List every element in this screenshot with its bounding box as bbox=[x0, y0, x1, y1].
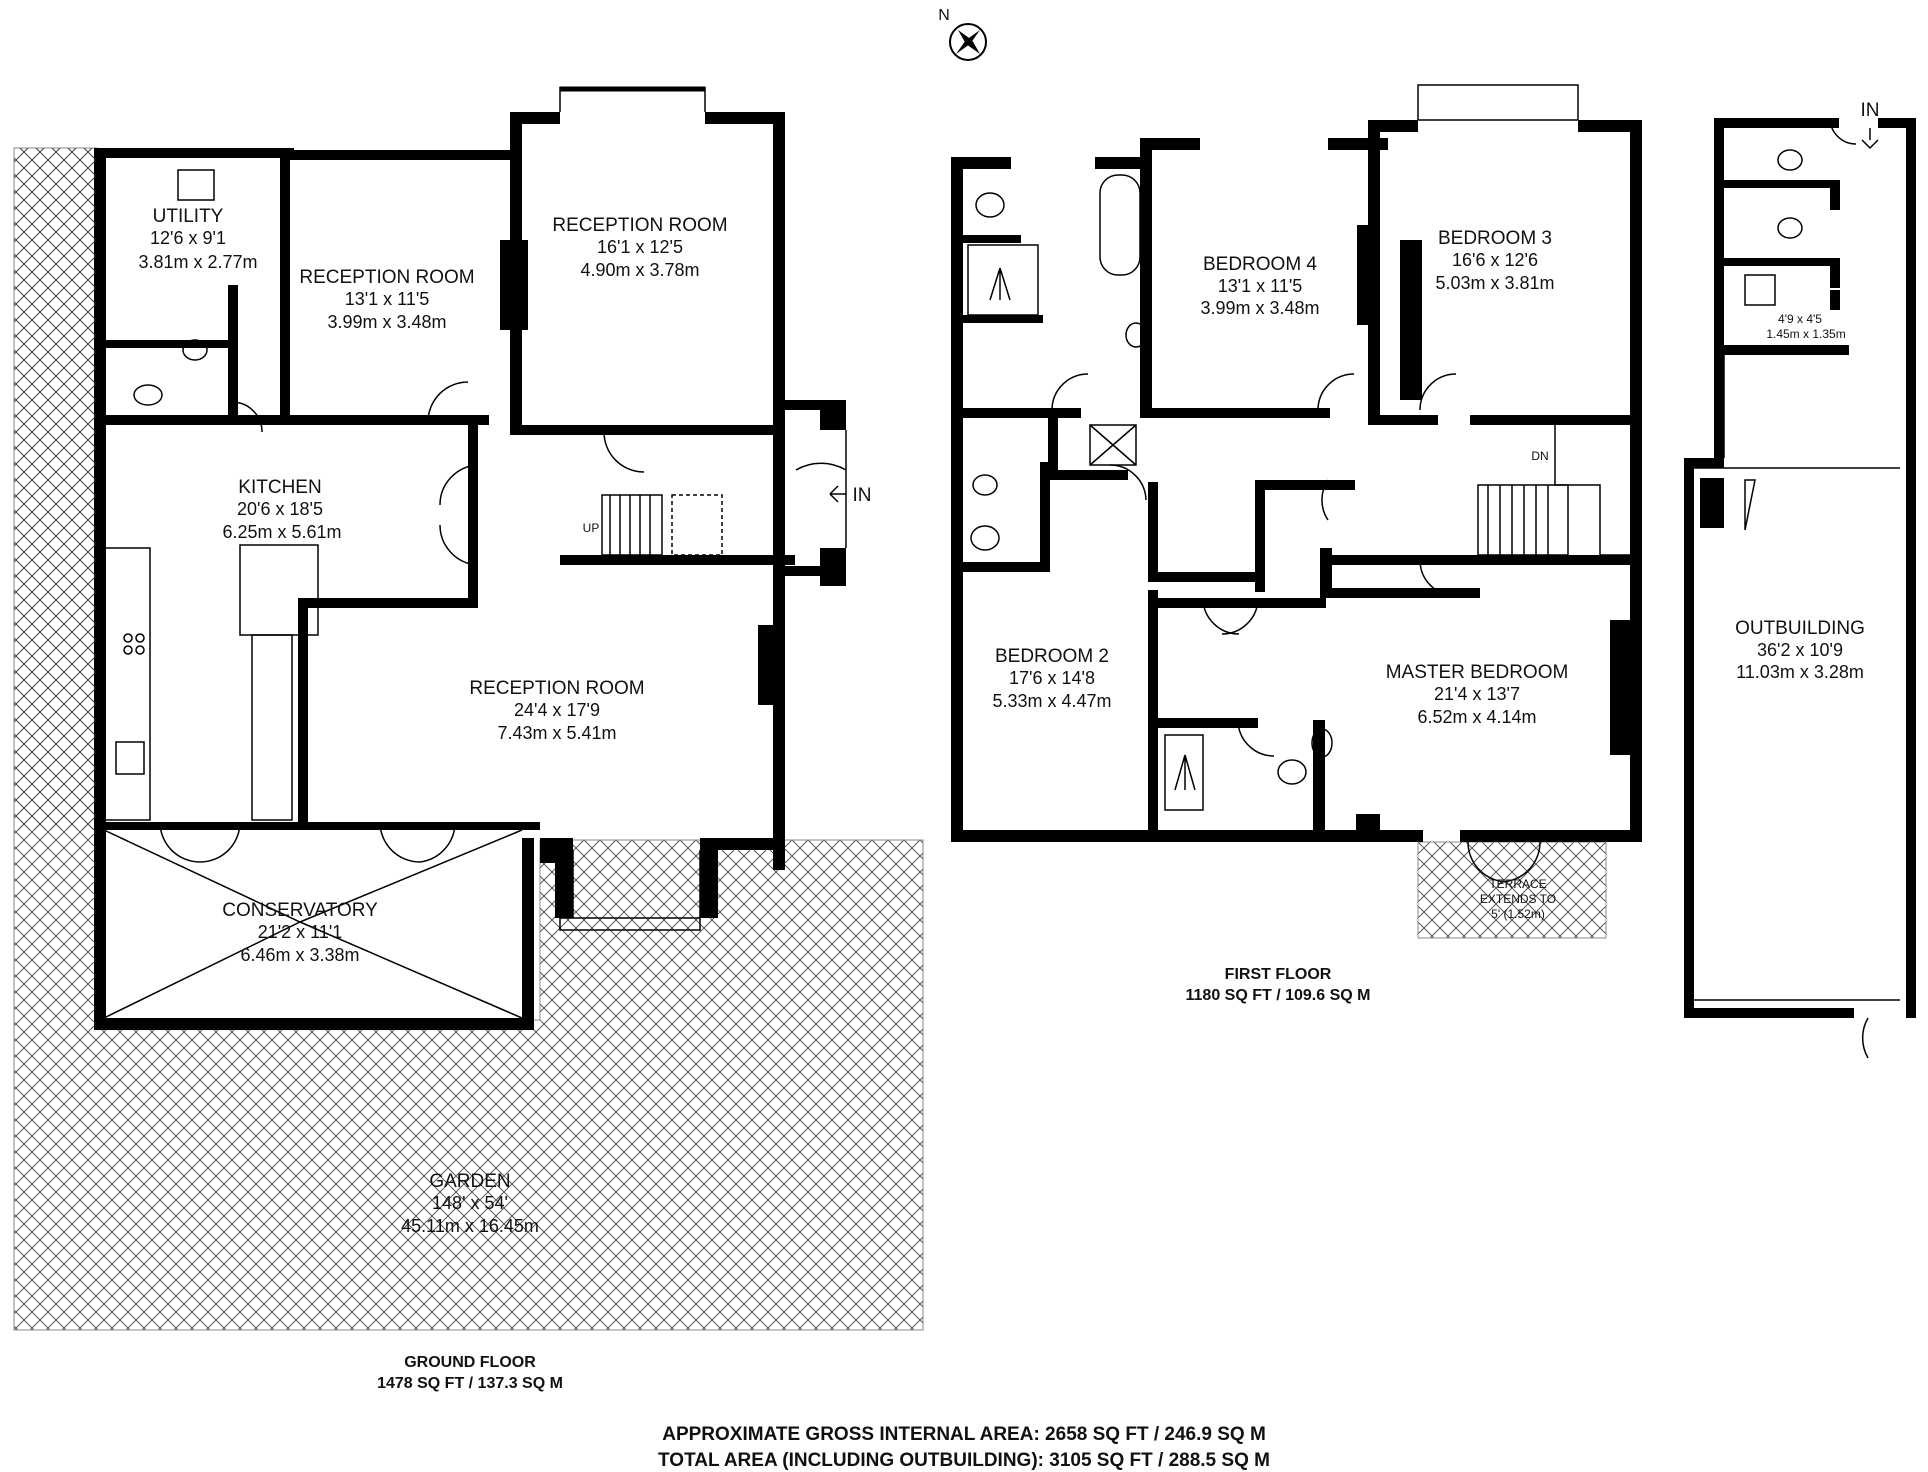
room-kitchen: KITCHEN 20'6 x 18'5 6.25m x 5.61m bbox=[222, 477, 341, 542]
entrance-arrow: IN bbox=[829, 485, 872, 506]
north-compass-icon: N bbox=[938, 7, 987, 61]
room-metric: 5.03m x 3.81m bbox=[1435, 273, 1554, 293]
terrace-note-line: 5' (1.52m) bbox=[1491, 907, 1545, 921]
room-name: RECEPTION ROOM bbox=[552, 215, 727, 236]
room-conservatory: CONSERVATORY 21'2 x 11'1 6.46m x 3.38m bbox=[222, 900, 378, 965]
terrace-area bbox=[1417, 841, 1607, 939]
room-name: UTILITY bbox=[153, 206, 224, 227]
terrace-note: TERRACE EXTENDS TO 5' (1.52m) bbox=[1480, 877, 1556, 921]
terrace-note-line: EXTENDS TO bbox=[1480, 892, 1556, 906]
room-name: RECEPTION ROOM bbox=[469, 678, 644, 699]
room-metric: 6.52m x 4.14m bbox=[1417, 707, 1536, 727]
room-name: MASTER BEDROOM bbox=[1386, 662, 1569, 683]
entrance-label: IN bbox=[853, 485, 872, 506]
room-imperial: 13'1 x 11'5 bbox=[345, 289, 430, 309]
room-garden: GARDEN 148' x 54' 45.11m x 16.45m bbox=[401, 1171, 539, 1236]
room-metric: 3.99m x 3.48m bbox=[327, 312, 446, 332]
room-bedroom-3: BEDROOM 3 16'6 x 12'6 5.03m x 3.81m bbox=[1435, 228, 1554, 293]
room-name: OUTBUILDING bbox=[1735, 618, 1865, 639]
room-name: GARDEN bbox=[429, 1171, 510, 1192]
room-metric: 1.45m x 1.35m bbox=[1766, 327, 1845, 341]
room-imperial: 17'6 x 14'8 bbox=[1009, 668, 1095, 688]
room-metric: 5.33m x 4.47m bbox=[992, 691, 1111, 711]
room-imperial: 21'4 x 13'7 bbox=[1434, 684, 1520, 704]
room-name: RECEPTION ROOM bbox=[299, 267, 474, 288]
room-metric: 11.03m x 3.28m bbox=[1736, 662, 1864, 682]
outbuilding-plan: OUTBUILDING 36'2 x 10'9 11.03m x 3.28m 4… bbox=[1684, 100, 1916, 1059]
room-imperial: 20'6 x 18'5 bbox=[237, 499, 323, 519]
first-floor-area: 1180 SQ FT / 109.6 SQ M bbox=[1186, 987, 1371, 1004]
outbuilding-entrance-label: IN bbox=[1861, 100, 1880, 121]
room-bedroom-2: BEDROOM 2 17'6 x 14'8 5.33m x 4.47m bbox=[992, 646, 1111, 711]
total-area: TOTAL AREA (INCLUDING OUTBUILDING): 3105… bbox=[658, 1450, 1270, 1471]
staircase-down bbox=[1477, 425, 1630, 556]
room-name: BEDROOM 2 bbox=[995, 646, 1109, 667]
room-bedroom-4: BEDROOM 4 13'1 x 11'5 3.99m x 3.48m bbox=[1200, 254, 1319, 318]
room-outbuilding: OUTBUILDING 36'2 x 10'9 11.03m x 3.28m bbox=[1735, 618, 1865, 682]
room-reception-1: RECEPTION ROOM 13'1 x 11'5 3.99m x 3.48m bbox=[299, 267, 474, 332]
room-utility: UTILITY 12'6 x 9'1 3.81m x 2.77m bbox=[138, 206, 257, 272]
terrace-note-line: TERRACE bbox=[1489, 877, 1546, 891]
room-outbuilding-wc: 4'9 x 4'5 1.45m x 1.35m bbox=[1766, 312, 1845, 341]
room-reception-3: RECEPTION ROOM 24'4 x 17'9 7.43m x 5.41m bbox=[469, 678, 644, 743]
room-metric: 7.43m x 5.41m bbox=[497, 723, 616, 743]
ground-floor-plan: UTILITY 12'6 x 9'1 3.81m x 2.77m RECEPTI… bbox=[13, 86, 924, 1392]
first-floor-plan: BEDROOM 4 13'1 x 11'5 3.99m x 3.48m BEDR… bbox=[951, 84, 1642, 1004]
room-imperial: 16'1 x 12'5 bbox=[597, 237, 683, 257]
room-metric: 6.46m x 3.38m bbox=[240, 945, 359, 965]
side-passage bbox=[14, 148, 97, 830]
room-name: CONSERVATORY bbox=[222, 900, 378, 921]
room-name: BEDROOM 4 bbox=[1203, 254, 1317, 275]
room-imperial: 36'2 x 10'9 bbox=[1757, 640, 1843, 660]
room-name: KITCHEN bbox=[238, 477, 321, 498]
room-metric: 4.90m x 3.78m bbox=[580, 260, 699, 280]
ground-floor-area: 1478 SQ FT / 137.3 SQ M bbox=[377, 1375, 563, 1392]
ground-floor-title: GROUND FLOOR bbox=[404, 1354, 536, 1371]
staircase-up bbox=[601, 494, 723, 556]
gross-internal-area: APPROXIMATE GROSS INTERNAL AREA: 2658 SQ… bbox=[662, 1424, 1266, 1445]
room-reception-2: RECEPTION ROOM 16'1 x 12'5 4.90m x 3.78m bbox=[552, 215, 727, 280]
room-imperial: 12'6 x 9'1 bbox=[150, 228, 226, 248]
room-imperial: 24'4 x 17'9 bbox=[514, 700, 600, 720]
room-metric: 45.11m x 16.45m bbox=[401, 1216, 539, 1236]
room-imperial: 21'2 x 11'1 bbox=[258, 922, 343, 942]
stairs-down-label: DN bbox=[1531, 449, 1548, 463]
first-floor-title: FIRST FLOOR bbox=[1225, 966, 1332, 983]
room-imperial: 4'9 x 4'5 bbox=[1778, 312, 1822, 326]
room-imperial: 13'1 x 11'5 bbox=[1218, 276, 1303, 296]
compass-label: N bbox=[938, 7, 950, 24]
stairs-up-label: UP bbox=[583, 521, 600, 535]
room-name: BEDROOM 3 bbox=[1438, 228, 1552, 249]
room-imperial: 148' x 54' bbox=[432, 1193, 508, 1213]
room-metric: 6.25m x 5.61m bbox=[222, 522, 341, 542]
room-imperial: 16'6 x 12'6 bbox=[1452, 250, 1538, 270]
room-metric: 3.99m x 3.48m bbox=[1200, 298, 1319, 318]
room-metric: 3.81m x 2.77m bbox=[138, 252, 257, 272]
room-master-bedroom: MASTER BEDROOM 21'4 x 13'7 6.52m x 4.14m bbox=[1386, 662, 1569, 727]
